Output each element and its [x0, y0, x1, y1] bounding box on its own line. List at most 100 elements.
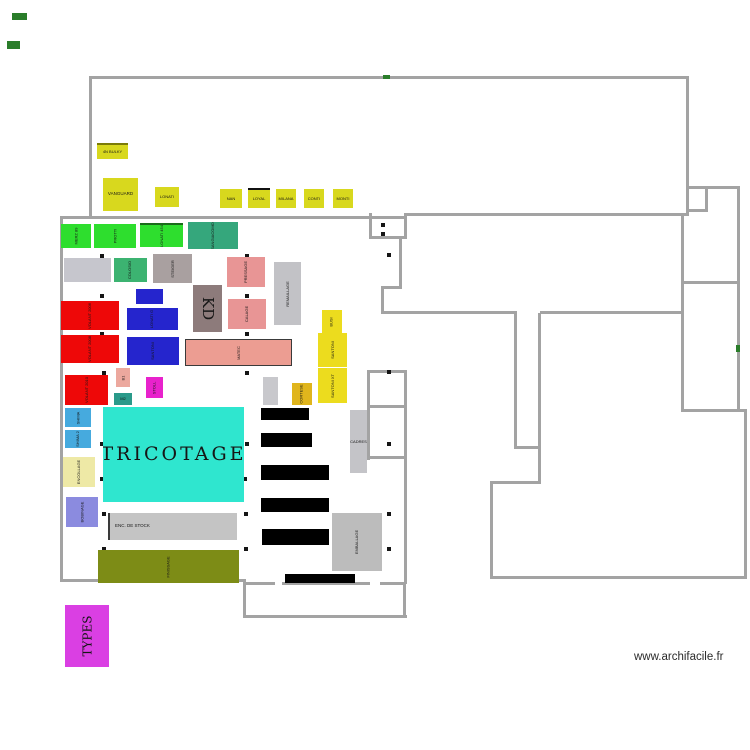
machine-busi[interactable]: BUSI — [322, 310, 342, 333]
wall-segment[interactable] — [404, 370, 407, 584]
machine-colosio[interactable]: COLOSIO — [114, 258, 147, 282]
storage-rack-bar[interactable] — [262, 529, 329, 545]
machine-calage[interactable]: CALAGE — [228, 299, 266, 329]
wall-segment[interactable] — [686, 186, 740, 189]
wall-segment[interactable] — [380, 582, 406, 585]
machine-lonati-g[interactable]: LONATI G — [127, 308, 178, 330]
column-marker — [102, 547, 106, 551]
machine-blue-small[interactable] — [136, 289, 163, 304]
machine-matec[interactable]: MATEC — [185, 339, 292, 366]
wall-segment[interactable] — [243, 582, 275, 585]
wall-segment[interactable] — [381, 286, 384, 313]
wall-segment[interactable] — [369, 236, 407, 239]
machine-b1[interactable]: B1 — [116, 368, 130, 387]
wall-segment[interactable] — [404, 213, 689, 216]
storage-rack-bar[interactable] — [261, 498, 329, 512]
legend-types[interactable]: TYPES — [65, 605, 109, 667]
machine-remaillage[interactable]: REMAILLAGE — [274, 262, 301, 325]
wall-segment[interactable] — [744, 409, 747, 579]
wall-segment[interactable] — [514, 313, 517, 448]
wall-segment[interactable] — [367, 456, 407, 459]
wall-segment[interactable] — [60, 216, 407, 219]
zone-bobinage[interactable]: BOBINAGE — [66, 497, 98, 527]
wall-segment[interactable] — [367, 370, 370, 460]
machine-protti[interactable]: PROTTI — [94, 224, 136, 248]
wall-segment[interactable] — [540, 311, 684, 314]
machine-vanguard[interactable]: VANGUARD — [103, 178, 138, 211]
column-marker — [387, 370, 391, 374]
machine-pressage[interactable]: PRESSAGE — [227, 257, 265, 287]
machine-milana[interactable]: MILANA — [276, 189, 296, 208]
machine-gray-strip[interactable] — [263, 377, 278, 405]
wall-segment[interactable] — [681, 281, 738, 284]
wall-segment[interactable] — [60, 216, 63, 582]
wall-segment[interactable] — [514, 446, 541, 449]
wall-segment[interactable] — [367, 405, 407, 408]
zone-emballage[interactable]: EMBALLAGE — [332, 513, 382, 571]
machine-volant-2008[interactable]: VOLANT 2008 — [61, 335, 119, 363]
machine-santoni-xt-label: SANTONI XT — [329, 373, 335, 398]
zone-tricotage[interactable]: TRICOTAGE — [103, 407, 244, 502]
wall-segment[interactable] — [737, 186, 740, 412]
wall-segment[interactable] — [381, 286, 402, 289]
wall-segment[interactable] — [705, 188, 708, 212]
machine-volant-2006[interactable]: VOLANT 2006 — [61, 301, 119, 330]
machine-merz[interactable]: MERZ 89 — [61, 224, 91, 248]
column-marker — [244, 547, 248, 551]
wall-segment[interactable] — [399, 236, 402, 288]
wall-segment[interactable] — [89, 76, 92, 218]
machine-shima[interactable]: SHIMA — [65, 408, 91, 427]
storage-rack-bar[interactable] — [261, 465, 329, 480]
storage-rack-bar[interactable] — [285, 574, 355, 583]
machine-sangiacomo[interactable]: SANGIACOMO — [188, 222, 238, 249]
machine-santoni-blue[interactable]: SANTONI — [127, 337, 179, 365]
wall-segment[interactable] — [490, 481, 493, 578]
wall-segment[interactable] — [403, 582, 406, 618]
storage-rack-bar[interactable] — [261, 408, 309, 420]
storage-rack-bar[interactable] — [261, 433, 312, 447]
machine-santoni-mid[interactable]: SANTONI — [318, 333, 347, 367]
machine-m2[interactable]: M2 — [114, 393, 132, 405]
machine-colosio-label: COLOSIO — [127, 260, 133, 280]
machine-gray-1[interactable] — [64, 258, 111, 282]
wall-segment[interactable] — [243, 582, 246, 618]
machine-4n-bulky[interactable]: 4N BULKY — [97, 143, 128, 159]
wall-segment[interactable] — [681, 409, 747, 412]
machine-kd[interactable]: KD — [193, 285, 222, 332]
machine-loyal[interactable]: LOYAL — [248, 188, 270, 208]
wall-segment[interactable] — [381, 311, 517, 314]
machine-santoni-xt[interactable]: SANTONI XT — [318, 368, 347, 403]
column-marker — [100, 294, 104, 298]
wall-segment[interactable] — [404, 213, 407, 239]
wall-segment[interactable] — [243, 615, 407, 618]
machine-steiger[interactable]: STEIGER — [153, 254, 192, 283]
wall-segment[interactable] — [282, 582, 370, 585]
wall-segment[interactable] — [538, 447, 541, 484]
machine-lonati-454[interactable]: LONATI 454 — [140, 223, 183, 247]
machine-busi-label: BUSI — [329, 316, 334, 327]
column-marker — [100, 332, 104, 336]
wall-segment[interactable] — [369, 213, 372, 239]
zone-cadres[interactable]: CADRES — [350, 410, 367, 473]
machine-conti[interactable]: CONTI — [304, 189, 324, 208]
wall-segment[interactable] — [686, 76, 689, 216]
machine-monti[interactable]: MONTI — [333, 189, 353, 208]
machine-b1-label: B1 — [120, 375, 125, 380]
machine-lonati-g-label: LONATI G — [149, 309, 155, 329]
zone-tricotage-label: TRICOTAGE — [103, 443, 244, 465]
zone-enc-de-stock[interactable]: ENC. DE STOCK — [108, 513, 237, 540]
machine-cortese[interactable]: CORTESE — [292, 383, 312, 405]
machine-nan[interactable]: NAN — [220, 189, 242, 208]
machine-shima-2[interactable]: SHIMA 2 — [65, 430, 91, 448]
machine-lonati-y[interactable]: LONATI — [155, 187, 179, 207]
wall-segment[interactable] — [490, 576, 747, 579]
wall-segment[interactable] — [686, 209, 708, 212]
machine-volant-2006-label: VOLANT 2006 — [86, 302, 92, 329]
plan-green-mark — [12, 13, 27, 20]
wall-segment[interactable] — [538, 313, 541, 448]
zone-encollage[interactable]: ENCOLLAGE — [63, 457, 95, 487]
machine-volant-2010[interactable]: VOLANT 2010 — [65, 375, 108, 405]
machine-stoll[interactable]: STOLL — [146, 377, 163, 398]
wall-segment[interactable] — [490, 481, 541, 484]
zone-finissage[interactable]: FINISSAGE — [98, 550, 239, 583]
